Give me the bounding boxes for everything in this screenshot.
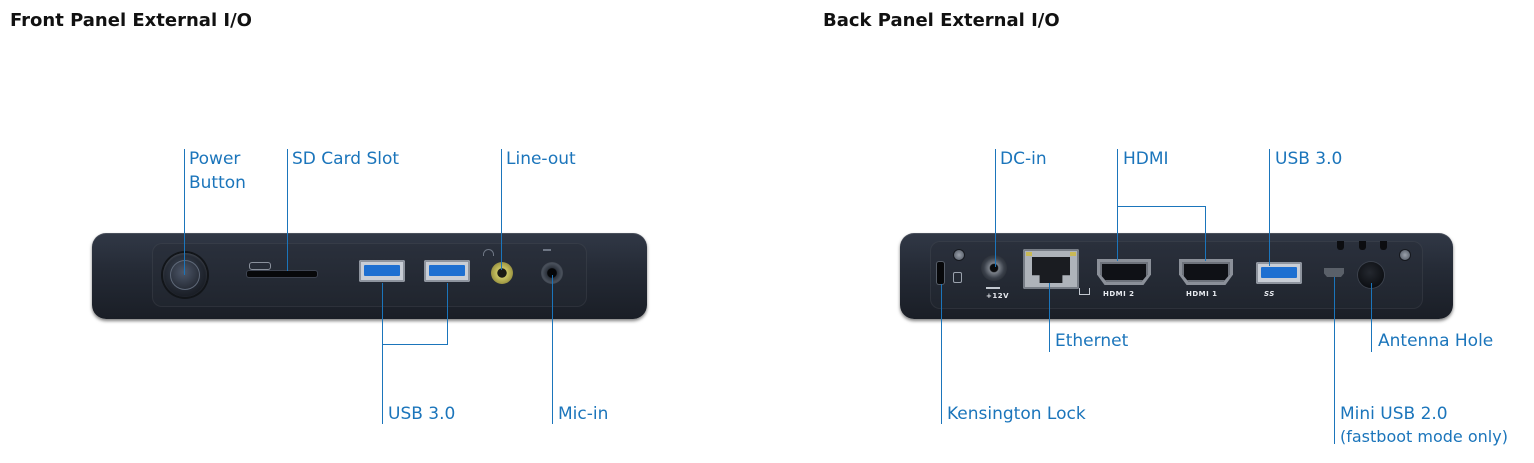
- dc-in-label: DC-in: [1000, 149, 1047, 169]
- network-icon: [1079, 288, 1090, 295]
- screw-left-icon: [954, 250, 964, 260]
- hdmi-2-mark: HDMI 2: [1103, 290, 1135, 298]
- mic-in-label: Mic-in: [558, 404, 609, 424]
- front-usb-callout-line-2: [447, 283, 448, 344]
- front-usb-callout-line-1: [382, 283, 383, 424]
- hdmi-callout-right: [1205, 206, 1206, 261]
- front-panel-title: Front Panel External I/O: [10, 10, 252, 31]
- mini-usb-port[interactable]: [1324, 268, 1344, 277]
- power-button-label-line2: Button: [189, 173, 246, 193]
- power-callout-line: [184, 149, 185, 275]
- kensington-slot[interactable]: [937, 262, 944, 284]
- front-usb-port-1[interactable]: [359, 260, 405, 282]
- back-usb-port[interactable]: [1256, 262, 1302, 284]
- antenna-pin-3: [1380, 241, 1387, 250]
- antenna-callout-line: [1371, 283, 1372, 352]
- back-panel-title: Back Panel External I/O: [823, 10, 1060, 31]
- ethernet-led-right: [1070, 252, 1076, 256]
- sd-card-slot[interactable]: [247, 271, 317, 277]
- mic-in-callout-line: [552, 275, 553, 424]
- kensington-callout-line: [941, 284, 942, 424]
- ethernet-led-left: [1026, 252, 1032, 256]
- hdmi-2-port[interactable]: [1100, 262, 1148, 282]
- hdmi-callout-bridge: [1117, 206, 1205, 207]
- sd-card-label: SD Card Slot: [292, 149, 400, 169]
- dc-voltage-mark: +12V: [986, 292, 1010, 300]
- power-button-ring: [170, 260, 200, 290]
- sd-callout-line: [287, 149, 288, 271]
- ethernet-callout-line: [1049, 283, 1050, 352]
- antenna-pin-2: [1359, 241, 1366, 250]
- front-usb-label: USB 3.0: [388, 404, 456, 424]
- line-out-label: Line-out: [506, 149, 576, 169]
- hdmi-callout-left: [1117, 206, 1118, 261]
- hdmi-label: HDMI: [1123, 149, 1169, 169]
- line-out-callout-line: [501, 149, 502, 270]
- usb-ss-mark: SS: [1264, 290, 1275, 298]
- front-usb-port-2[interactable]: [424, 260, 470, 282]
- antenna-pin-1: [1337, 241, 1344, 250]
- mini-usb-label-line1: Mini USB 2.0: [1340, 404, 1448, 424]
- dc-in-jack[interactable]: [981, 255, 1007, 281]
- antenna-hole-label: Antenna Hole: [1378, 331, 1494, 351]
- line-out-jack[interactable]: [491, 262, 513, 284]
- sd-logo-icon: [249, 262, 271, 270]
- mini-usb-label-line2: (fastboot mode only): [1340, 427, 1508, 446]
- lock-icon: [953, 272, 962, 283]
- mini-usb-callout-line: [1334, 277, 1335, 444]
- kensington-label: Kensington Lock: [947, 404, 1086, 424]
- hdmi-1-mark: HDMI 1: [1186, 290, 1218, 298]
- dc-in-callout-line: [995, 149, 996, 267]
- screw-right-icon: [1400, 250, 1410, 260]
- dc-polarity-icon: [986, 287, 1000, 289]
- ethernet-label: Ethernet: [1055, 331, 1129, 351]
- back-usb-label: USB 3.0: [1275, 149, 1343, 169]
- hdmi-callout-stem: [1117, 149, 1118, 206]
- front-usb-callout-bridge: [382, 344, 448, 345]
- headphone-icon: [483, 249, 494, 256]
- mic-in-jack[interactable]: [541, 262, 563, 284]
- power-button-label-line1: Power: [189, 149, 241, 169]
- back-usb-callout-line: [1269, 149, 1270, 266]
- mic-icon: [543, 249, 551, 251]
- hdmi-1-port[interactable]: [1182, 262, 1230, 282]
